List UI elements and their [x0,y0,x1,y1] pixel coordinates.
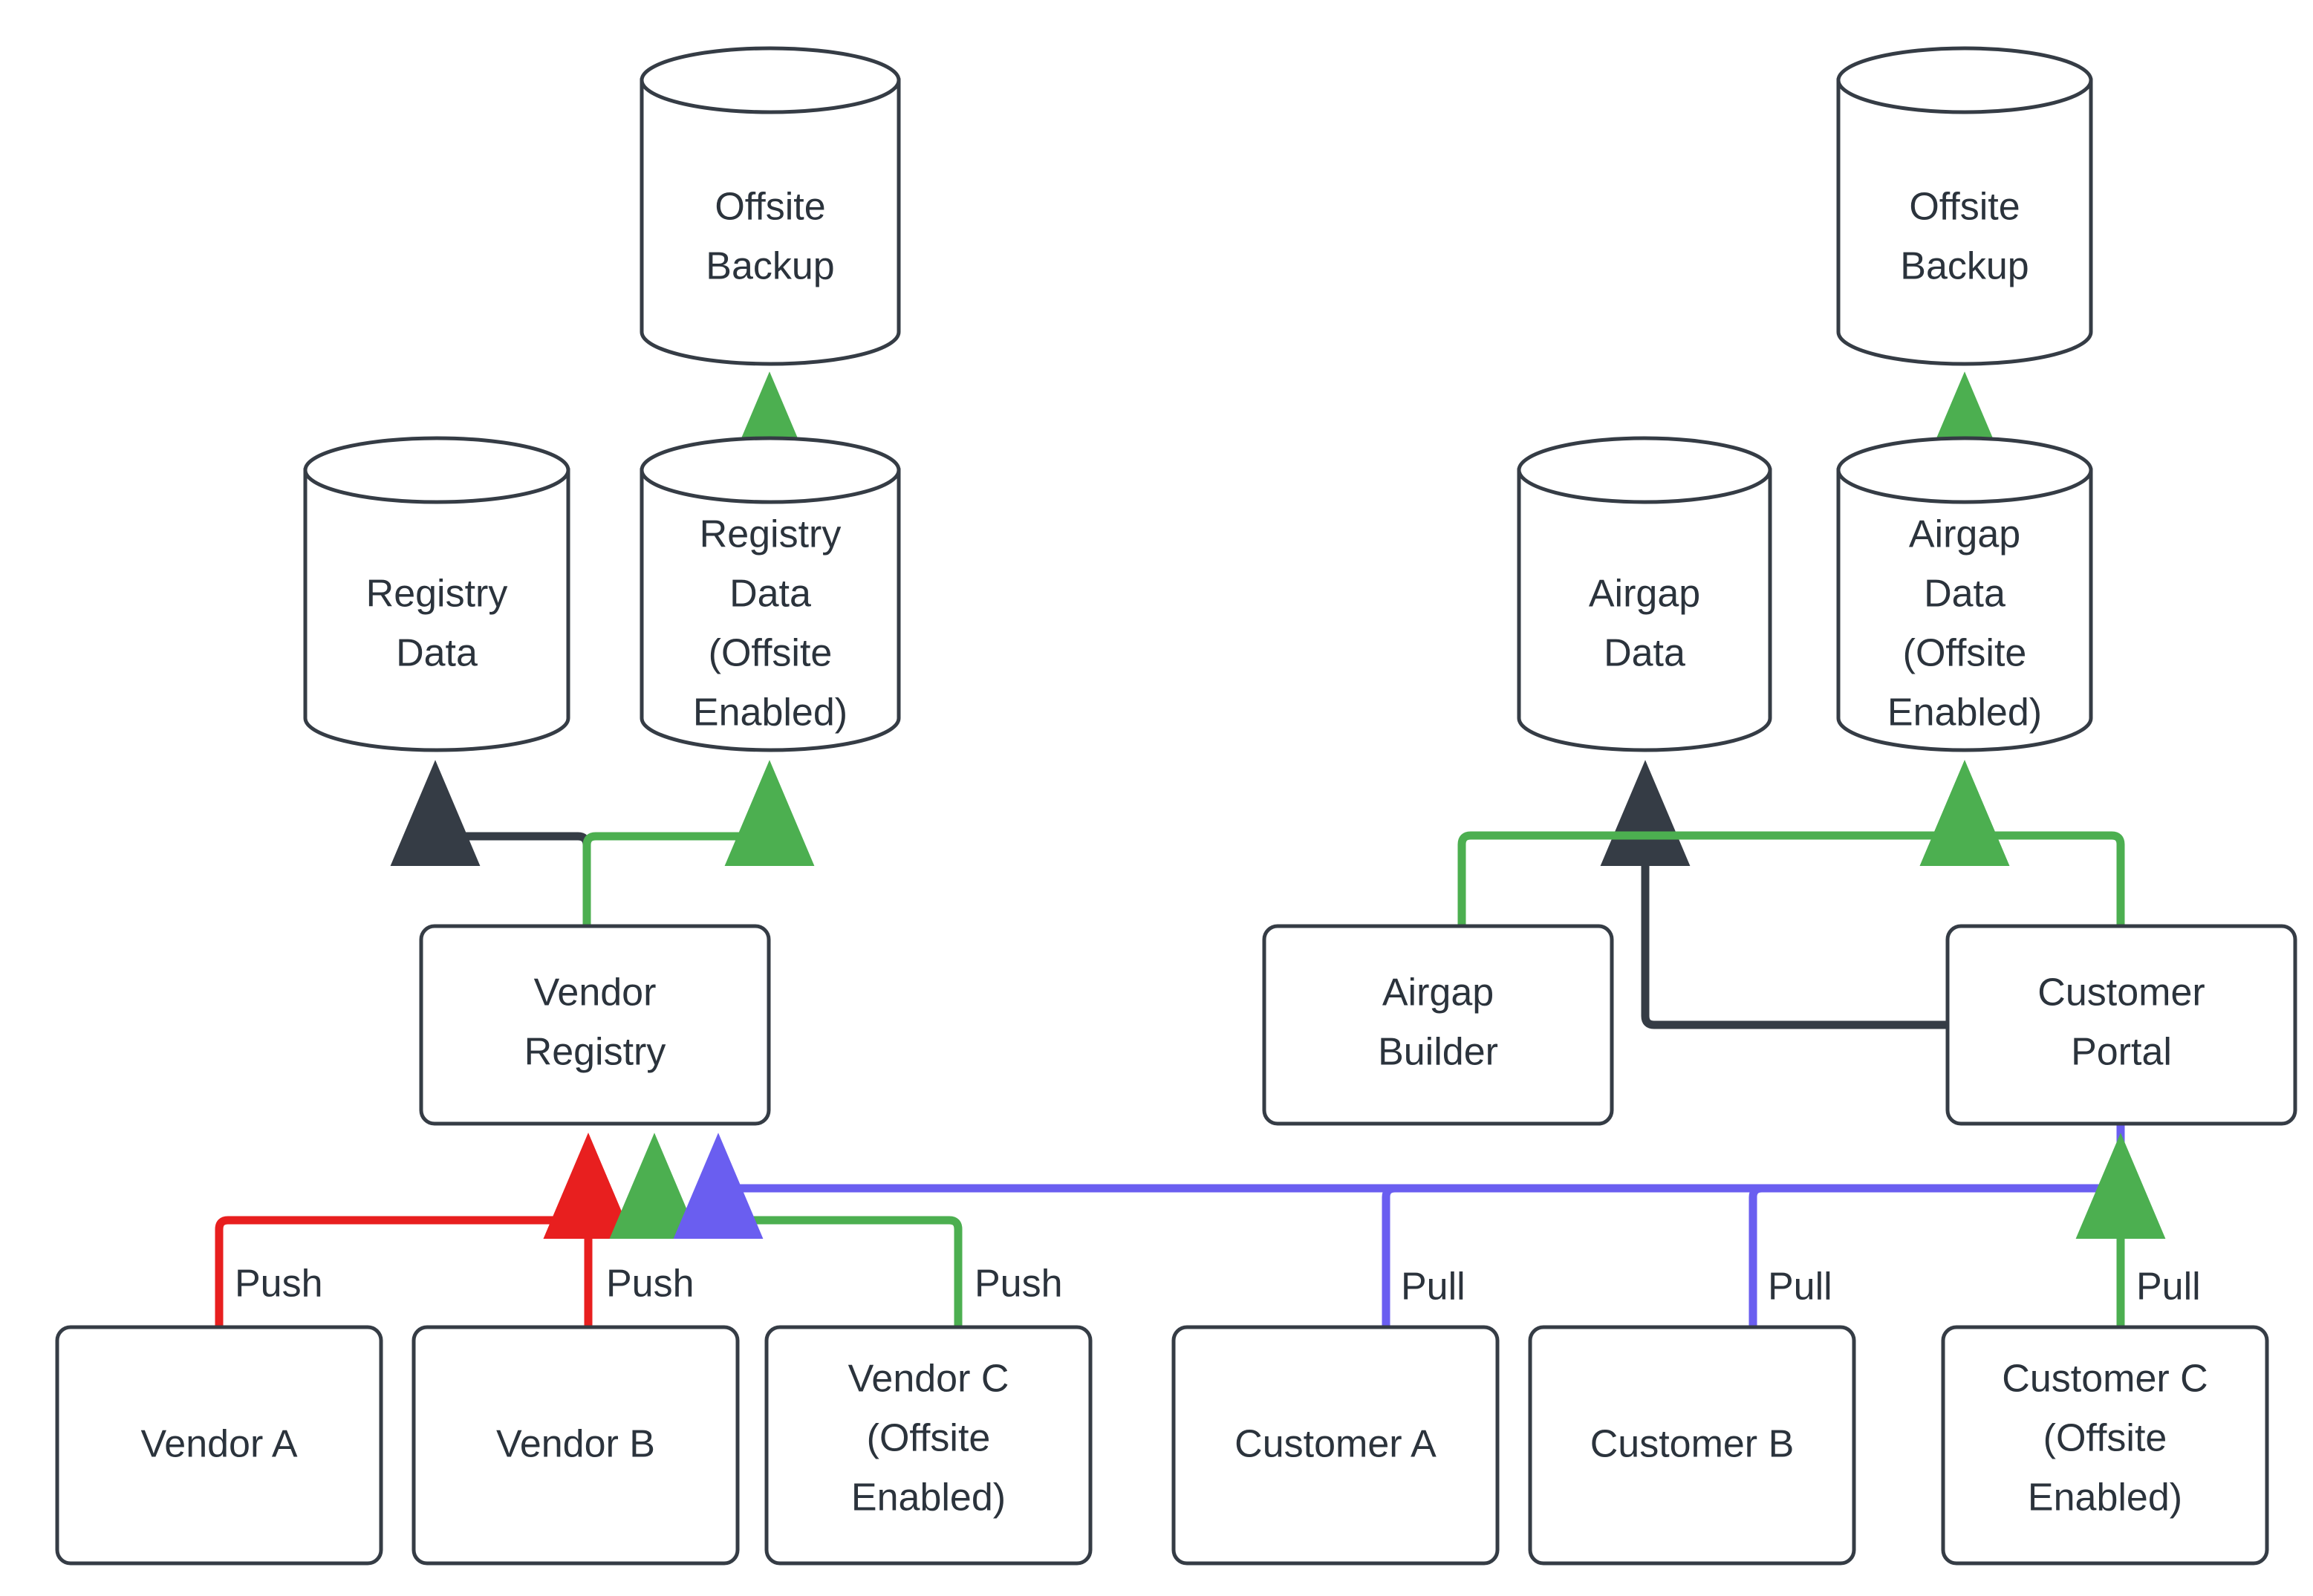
airgap-data-offsite-line2: Data [1924,573,2005,616]
node-registry-data-offsite[interactable]: Registry Data (Offsite Enabled) [640,436,901,752]
customer-c-line1: Customer C [2002,1358,2208,1401]
airgap-data-offsite-line3: (Offsite [1903,632,2027,675]
customer-portal-line1: Customer [2037,971,2205,1014]
node-airgap-data[interactable]: Airgap Data [1517,436,1772,752]
node-vendor-registry[interactable]: Vendor Registry [419,924,771,1126]
node-airgap-data-offsite[interactable]: Airgap Data (Offsite Enabled) [1836,436,2093,752]
node-registry-data[interactable]: Registry Data [303,436,570,752]
offsite-backup-right-line1: Offsite [1909,186,2020,229]
vendor-registry-line2: Registry [524,1031,666,1074]
registry-data-offsite-line4: Enabled) [693,691,848,735]
offsite-backup-right-line2: Backup [1900,245,2029,288]
node-customer-a[interactable]: Customer A [1171,1325,1500,1566]
edge-label-customer-b-pull: Pull [1768,1266,1832,1309]
edge-vendor-c-to-vendor-registry [609,1133,963,1326]
vendor-c-line3: Enabled) [851,1476,1006,1520]
registry-data-offsite-line2: Data [729,573,811,616]
vendor-registry-line1: Vendor [534,971,657,1014]
offsite-backup-left-line2: Backup [706,245,834,288]
customer-b-label: Customer B [1590,1423,1795,1466]
vendor-c-line1: Vendor C [848,1358,1009,1401]
edge-customer-portal-to-vendor-registry [673,1125,2125,1240]
edge-vendor-registry-to-registry-data [390,760,591,925]
edge-label-customer-c-pull: Pull [2136,1266,2201,1309]
edge-label-customer-a-pull: Pull [1401,1266,1465,1309]
node-customer-b[interactable]: Customer B [1528,1325,1856,1566]
edge-label-vendor-a-push: Push [235,1263,323,1306]
node-offsite-backup-right[interactable]: Offsite Backup [1836,46,2093,366]
registry-data-offsite-line1: Registry [700,513,842,556]
registry-data-line2: Data [396,632,478,675]
edge-vendor-registry-to-registry-data-offsite [582,760,815,925]
customer-c-line3: Enabled) [2028,1476,2182,1520]
offsite-backup-left-line1: Offsite [715,186,825,229]
edge-customer-portal-to-airgap-data [1600,760,1946,1029]
vendor-b-label: Vendor B [496,1423,655,1466]
airgap-data-offsite-line1: Airgap [1909,513,2020,556]
registry-data-line1: Registry [366,573,508,616]
airgap-builder-line2: Builder [1378,1031,1498,1074]
node-vendor-c[interactable]: Vendor C (Offsite Enabled) [764,1325,1093,1566]
edge-airgap-builder-to-airgap-data-offsite [1457,760,2010,925]
vendor-c-line2: (Offsite [867,1417,991,1460]
airgap-data-line1: Airgap [1589,573,1700,616]
customer-c-line2: (Offsite [2043,1417,2167,1460]
node-airgap-builder[interactable]: Airgap Builder [1262,924,1614,1126]
airgap-builder-line1: Airgap [1382,971,1494,1014]
node-customer-c[interactable]: Customer C (Offsite Enabled) [1941,1325,2269,1566]
registry-data-offsite-line3: (Offsite [709,632,833,675]
edge-label-vendor-c-push: Push [975,1263,1063,1306]
edge-label-vendor-b-push: Push [606,1263,694,1306]
airgap-data-offsite-line4: Enabled) [1887,691,2042,735]
edge-customer-portal-to-airgap-data-offsite [1919,760,2125,925]
vendor-a-label: Vendor A [140,1423,297,1466]
node-vendor-a[interactable]: Vendor A [55,1325,383,1566]
customer-a-label: Customer A [1234,1423,1437,1466]
node-customer-portal[interactable]: Customer Portal [1945,924,2297,1126]
airgap-data-line2: Data [1604,632,1685,675]
node-offsite-backup-left[interactable]: Offsite Backup [640,46,901,366]
node-vendor-b[interactable]: Vendor B [411,1325,740,1566]
customer-portal-line2: Portal [2071,1031,2172,1074]
